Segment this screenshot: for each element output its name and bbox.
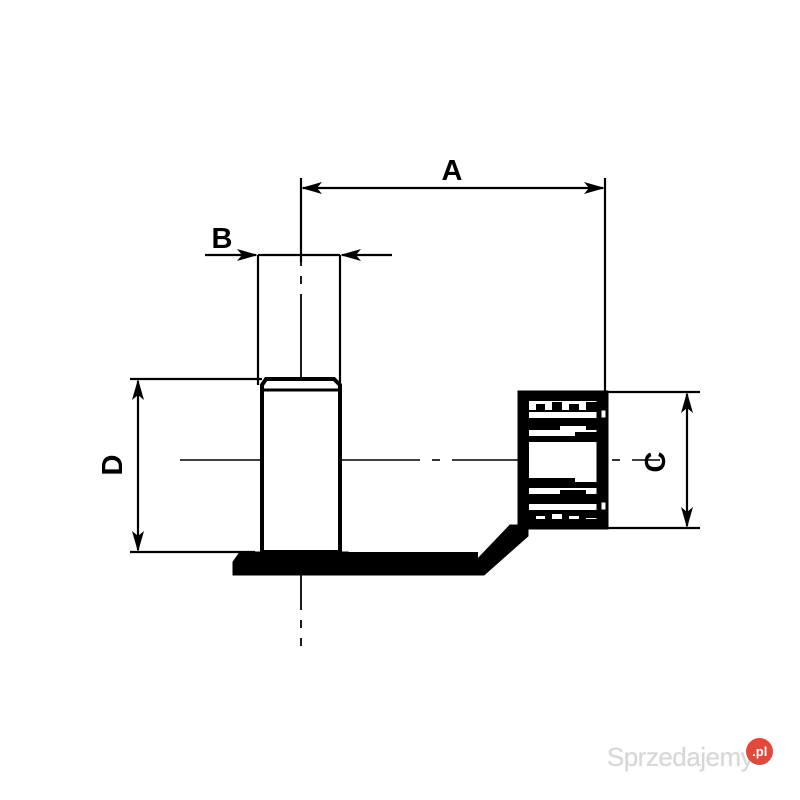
dimension-d-arrow-top: [132, 379, 144, 400]
dimension-d-arrow-bottom: [132, 531, 144, 552]
dimension-a: [299, 178, 607, 392]
dimension-a-arrow-right: [584, 182, 605, 194]
crimp-barrel-top-ledge: [529, 432, 597, 442]
part-geometry: [232, 377, 609, 576]
dimension-b: [205, 249, 392, 393]
crimp-barrel-top-serration: [529, 401, 597, 412]
crimp-barrel-bottom-inner-band: [529, 490, 597, 504]
dimension-c-arrow-bottom: [681, 507, 693, 528]
dimension-b-label: B: [212, 223, 233, 255]
dimension-c-arrow-top: [681, 392, 693, 413]
watermark-text: Sprzedajemy: [607, 742, 754, 772]
crimp-barrel-top-band: [519, 392, 607, 401]
dimension-d: [130, 377, 262, 554]
watermark-badge: .pl: [746, 738, 774, 765]
dimension-d-label: D: [97, 455, 129, 476]
dimension-b-arrow-right: [340, 249, 361, 261]
dimension-c: [607, 390, 700, 530]
transition-ramp: [469, 524, 529, 576]
crimp-barrel-top-inner-band: [529, 418, 597, 430]
crimp-barrel-bottom-ledge: [529, 478, 597, 488]
base-flange-body: [348, 552, 478, 561]
dimension-c-label: C: [640, 451, 672, 472]
dimension-a-label: A: [442, 155, 463, 187]
vertical-pin-outline: [260, 377, 342, 554]
dimension-b-arrow-left: [237, 249, 258, 261]
crimp-barrel-left-wall: [519, 392, 529, 528]
crimp-barrel-bottom-band: [519, 519, 607, 528]
dimension-a-arrow-left: [301, 182, 322, 194]
crimp-barrel-outline: [517, 390, 609, 530]
watermark: Sprzedajemy .pl: [607, 738, 774, 782]
